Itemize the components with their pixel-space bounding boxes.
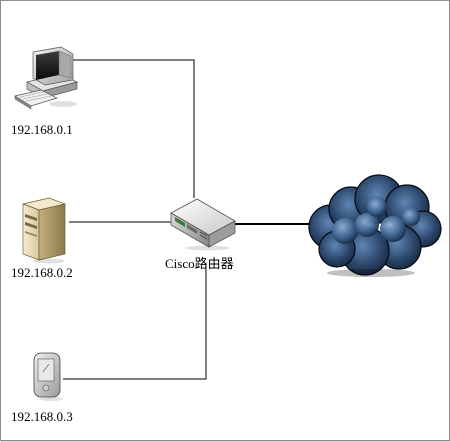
link-pc-router [69,59,195,198]
pc-ip-label: 192.168.0.1 [11,122,73,137]
desktop-computer-icon [14,46,78,110]
link-pda-router [63,266,207,380]
server-tower-icon [21,197,67,264]
router-icon [170,198,236,251]
pda-handheld-icon [33,352,63,401]
router-label: Cisco路由器 [165,256,234,271]
server-ip-label: 192.168.0.2 [11,265,73,280]
cloud-icon [308,174,442,277]
pda-ip-label: 192.168.0.3 [11,409,73,424]
